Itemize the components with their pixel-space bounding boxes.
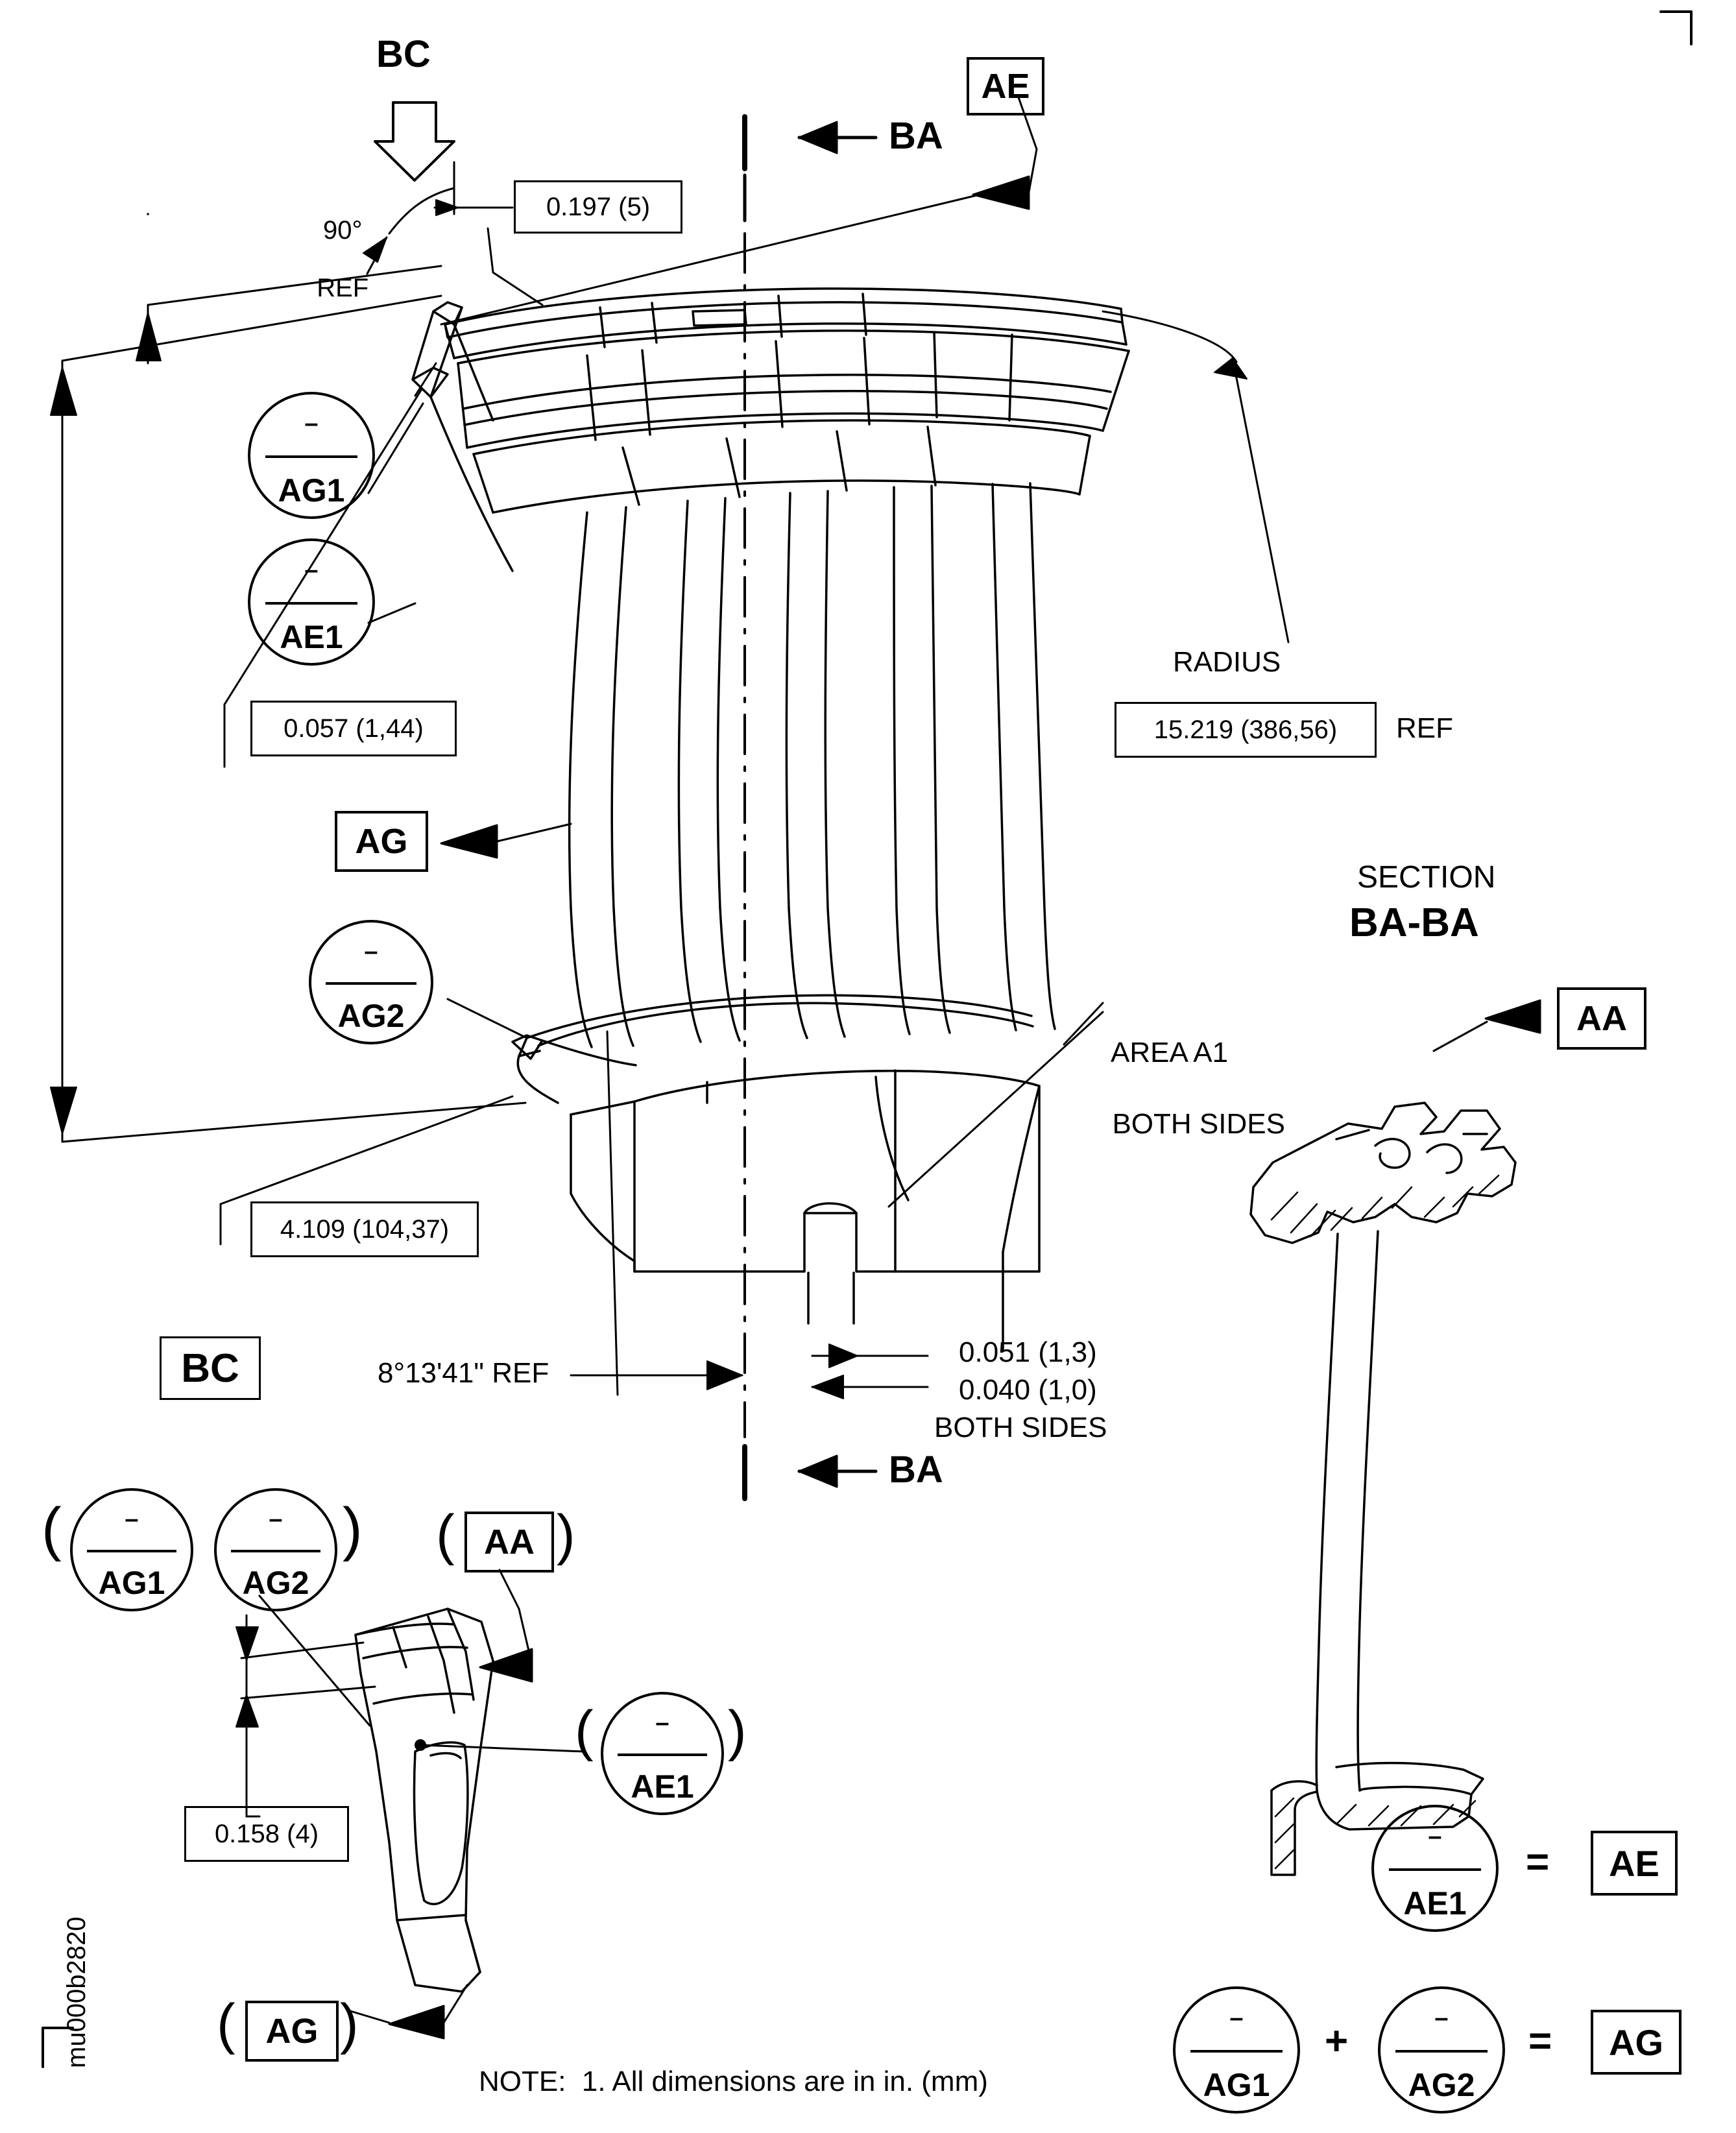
legend-equals-2: = [1528,2019,1552,2064]
balloon-ag2-bc: – AG2 [214,1488,337,1611]
balloon-ae1-legend-label: AE1 [1403,1885,1467,1922]
angle-tilt-ref: 8°13'41" REF [378,1357,549,1389]
datum-flag-ag: AG [335,811,428,872]
dimension-0040: 0.040 (1,0) [959,1374,1097,1406]
balloon-ag1-bc: – AG1 [70,1488,193,1611]
angle-90-line1: 90° [322,215,363,245]
balloon-ae1-legend: – AE1 [1371,1805,1499,1932]
balloon-divider [86,1550,177,1552]
balloon-ag1-legend-label: AG1 [1203,2066,1270,2103]
general-note: NOTE: 1. All dimensions are in in. (mm) [479,2066,988,2097]
bc-view-label: BC [160,1336,261,1400]
balloon-ag2-main: – AG2 [309,920,433,1044]
datum-flag-ae-legend: AE [1591,1831,1678,1896]
bc-arrow-label: BC [376,33,431,75]
legend-plus: + [1325,2019,1349,2064]
balloon-dash: – [269,1506,283,1534]
balloon-divider [1388,1868,1482,1871]
balloon-ag2-legend: – AG2 [1378,1986,1505,2114]
balloon-ag2-legend-label: AG2 [1408,2066,1475,2103]
balloon-ae1-bc-label: AE1 [631,1768,694,1805]
balloon-divider [326,982,416,985]
dimension-0051: 0.051 (1,3) [959,1336,1097,1368]
both-sides-note: BOTH SIDES [934,1412,1107,1443]
dimension-radius: 15.219 (386,56) [1115,702,1377,758]
balloon-ae1-main: – AE1 [248,538,375,666]
balloon-divider [617,1753,708,1756]
balloon-dash: – [304,410,319,438]
balloon-divider [1190,2050,1283,2053]
datum-flag-ag-legend: AG [1591,2010,1682,2075]
balloon-divider [265,455,358,458]
balloon-dash: – [1428,1823,1442,1851]
area-a1-line1: AREA A1 [1111,1037,1229,1068]
datum-flag-aa-section: AA [1557,987,1646,1050]
balloon-dash: – [364,937,378,965]
dimension-0057: 0.057 (1,44) [250,701,457,756]
paren-close-aa: ) [557,1504,575,1566]
paren-open-ae1: ( [575,1700,594,1762]
balloon-ag2-label: AG2 [337,997,405,1034]
section-title-line2: BA-BA [1349,900,1479,945]
balloon-ag1-main: – AG1 [248,392,375,519]
angle-90-ref: 90° REF [302,187,368,303]
balloon-ag1-legend: – AG1 [1173,1986,1300,2114]
datum-flag-ag-bc: AG [245,2001,339,2062]
balloon-dash: – [1434,2005,1449,2032]
area-a1-line2: BOTH SIDES [1112,1108,1285,1140]
dimension-0197: 0.197 (5) [514,180,682,234]
balloon-dash: – [304,557,319,584]
area-a1-note: AREA A1 BOTH SIDES [1096,999,1285,1142]
datum-flag-aa-bc: AA [464,1512,554,1573]
paren-open-bc: ( [42,1496,62,1562]
drawing-id: mu000b2820 [62,1916,91,2068]
radius-label: RADIUS [1173,646,1281,678]
balloon-dash: – [655,1709,669,1737]
datum-flag-ae: AE [967,57,1044,115]
balloon-dash: – [125,1506,139,1534]
balloon-ag1-label: AG1 [278,472,345,509]
paren-open-aa: ( [436,1504,455,1566]
balloon-ag1-bc-label: AG1 [98,1565,165,1602]
radius-ref-label: REF [1396,712,1453,744]
balloon-ae1-bc: – AE1 [601,1692,724,1815]
ba-section-label-bottom: BA [889,1449,943,1491]
balloon-dash: – [1229,2005,1244,2032]
balloon-divider [265,602,358,605]
balloon-ae1-label: AE1 [280,618,343,655]
balloon-divider [1395,2050,1488,2053]
legend-equals-1: = [1526,1840,1550,1885]
ba-section-label-top: BA [889,115,943,157]
balloon-divider [230,1550,321,1552]
paren-close-ag-bc: ) [340,1993,359,2055]
section-title-line1: SECTION [1357,860,1496,895]
dimension-0158: 0.158 (4) [184,1806,349,1862]
balloon-ag2-bc-label: AG2 [242,1565,309,1602]
paren-close-ae1: ) [728,1700,747,1762]
paren-close-bc: ) [343,1496,363,1562]
dimension-4109: 4.109 (104,37) [250,1201,479,1257]
paren-open-ag-bc: ( [217,1993,235,2055]
angle-90-line2: REF [317,274,369,303]
